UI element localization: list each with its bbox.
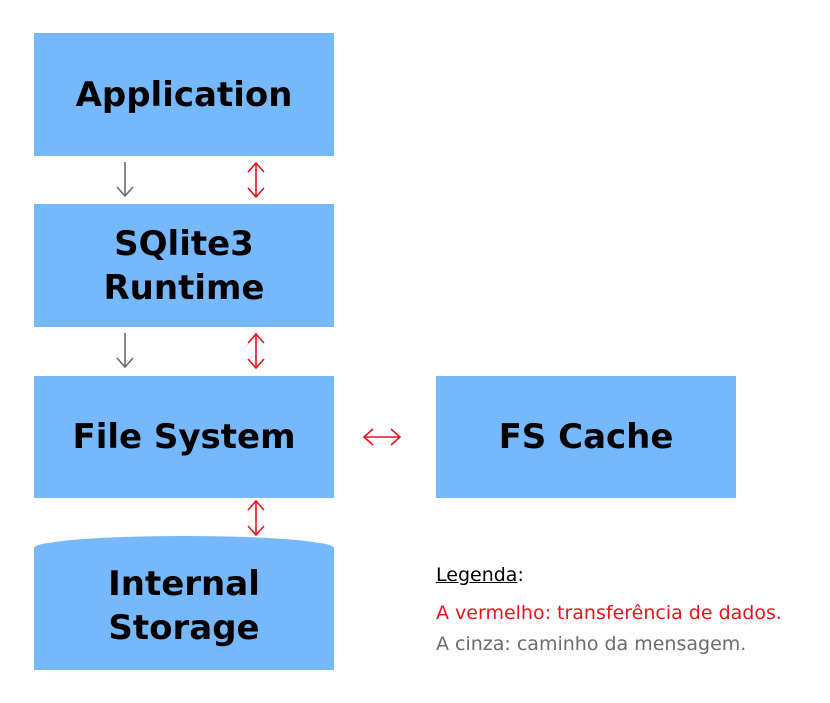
legend-title: Legenda [436, 564, 518, 586]
data-arrow-fs-cache [362, 428, 402, 446]
legend-colon: : [517, 564, 524, 586]
fs-cache-label: FS Cache [498, 417, 674, 457]
sqlite-runtime-label: SQlite3 Runtime [103, 223, 265, 308]
data-arrow-app-sqlite [247, 161, 265, 199]
legend-red: A vermelho: transferência de dados. [436, 602, 782, 624]
message-arrow-app-to-sqlite [116, 162, 134, 198]
legend-title-row: Legenda: [436, 563, 524, 587]
sqlite-runtime-box: SQlite3 Runtime [34, 204, 334, 327]
message-arrow-sqlite-to-fs [116, 333, 134, 369]
file-system-box: File System [34, 376, 334, 498]
file-system-label: File System [72, 417, 296, 457]
internal-storage-cylinder: Internal Storage [34, 536, 334, 670]
data-arrow-sqlite-fs [247, 332, 265, 370]
data-arrow-fs-storage [247, 499, 265, 537]
application-label: Application [75, 74, 293, 115]
legend-gray: A cinza: caminho da mensagem. [436, 633, 747, 655]
fs-cache-box: FS Cache [436, 376, 736, 498]
application-box: Application [34, 33, 334, 156]
internal-storage-label: Internal Storage [108, 564, 260, 648]
